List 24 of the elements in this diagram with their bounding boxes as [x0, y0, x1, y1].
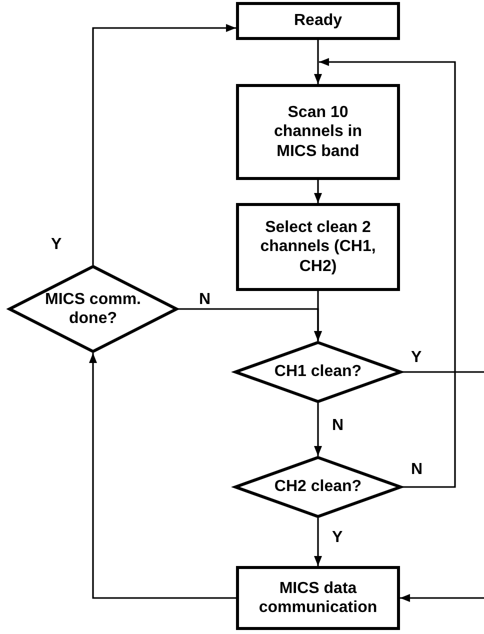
process-box — [236, 2, 400, 40]
process-box — [236, 203, 400, 291]
arrow — [319, 58, 456, 488]
arrow — [178, 308, 322, 341]
step-text: Ready — [294, 11, 342, 31]
decision-diamond — [234, 456, 402, 518]
arrow — [314, 180, 322, 203]
decision-diamond — [8, 265, 178, 353]
connector-line — [402, 371, 484, 373]
process-box — [236, 84, 400, 180]
arrow — [314, 40, 322, 84]
step-text: Select clean 2 channels (CH1, CH2) — [259, 218, 377, 276]
arrow — [314, 403, 322, 456]
process-box — [236, 566, 400, 630]
arrow — [314, 518, 322, 566]
step-text: Scan 10 channels in MICS band — [272, 103, 364, 161]
decision-text: MICS comm. done? — [44, 290, 142, 328]
decision-text: CH1 clean? — [274, 362, 362, 382]
arrow — [400, 594, 484, 602]
arrow — [92, 24, 236, 265]
arrow — [89, 353, 236, 599]
step-text: MICS data communication — [258, 578, 378, 618]
decision-diamond — [234, 341, 402, 403]
decision-text: CH2 clean? — [274, 477, 362, 497]
